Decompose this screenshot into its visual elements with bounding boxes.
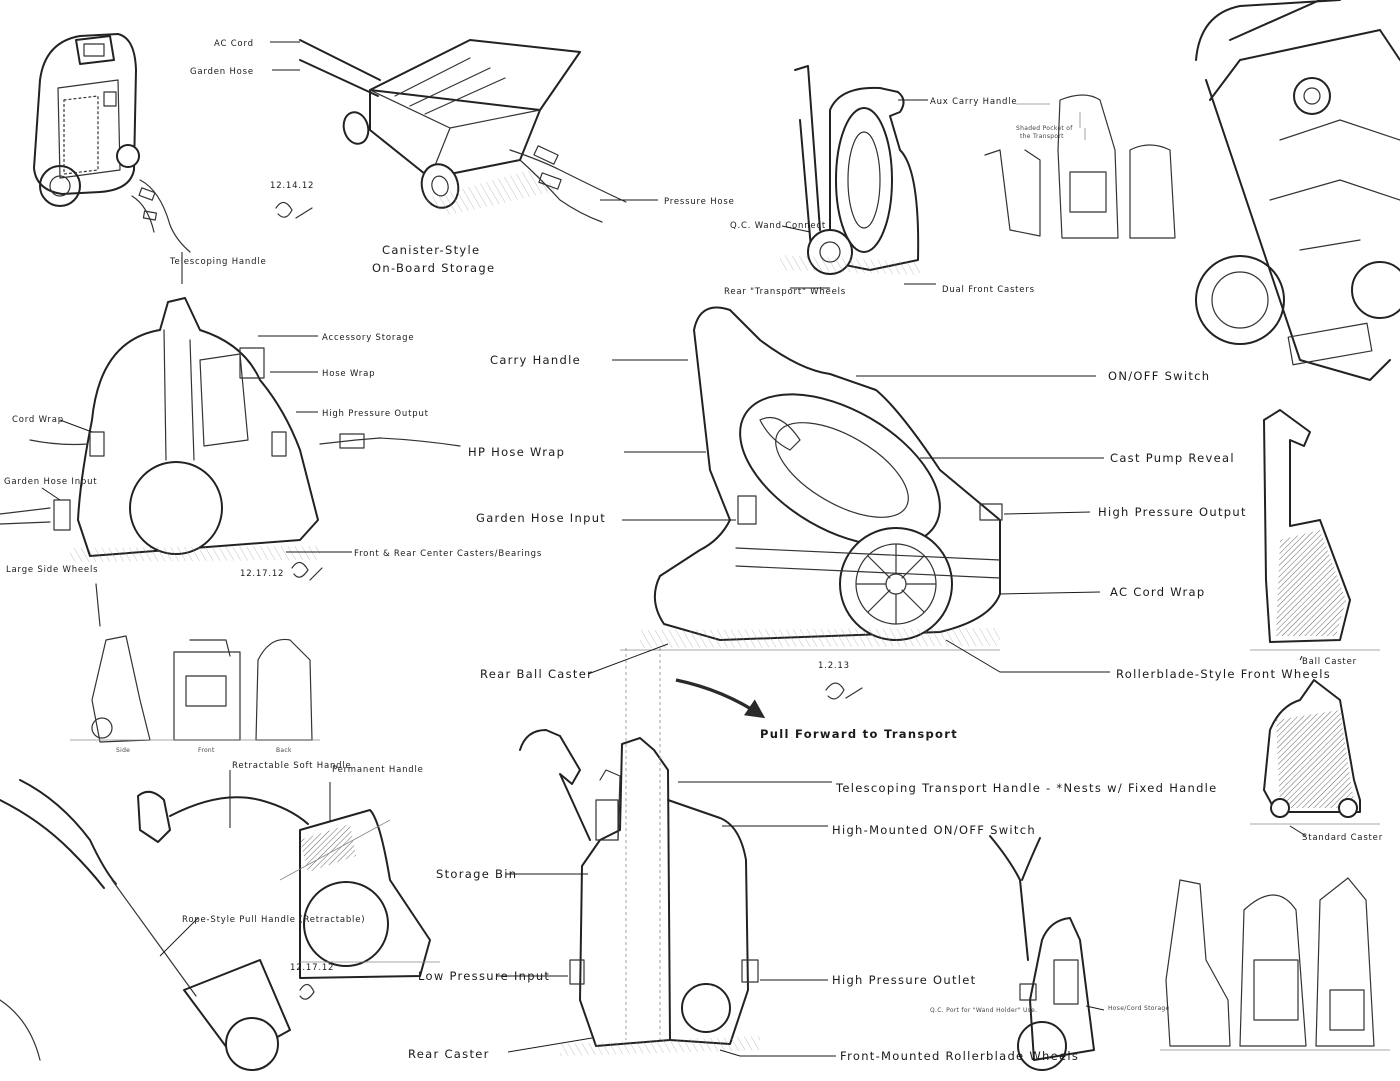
- label-rear-ball-caster: Rear Ball Caster: [480, 667, 593, 681]
- sketch-ball-caster-silhouette: [1250, 409, 1380, 651]
- sketch-canister-unit: [33, 33, 191, 253]
- sketch-ortho-trio-mid: Side Front Back: [70, 635, 320, 754]
- label-hose-cord-storage: Hose/Cord Storage: [1108, 1005, 1170, 1012]
- label-hp-hose-wrap: HP Hose Wrap: [468, 445, 565, 459]
- label-front-mounted-rollerblade: Front-Mounted Rollerblade Wheels: [840, 1049, 1079, 1063]
- label-low-pressure-input: Low Pressure Input: [418, 969, 550, 983]
- sketch-upright-aux-handle: [780, 65, 920, 275]
- label-standard-caster: Standard Caster: [1302, 833, 1383, 843]
- sketch-ortho-trio-top: Shaded Pocket of the Transport: [984, 94, 1176, 239]
- date-3: 1.2.13: [818, 661, 850, 671]
- label-ac-cord-wrap: AC Cord Wrap: [1110, 585, 1205, 599]
- sketch-main-perspective: [620, 306, 1003, 651]
- annotations: AC Cord Garden Hose Telescoping Handle 1…: [4, 39, 1383, 1063]
- svg-text:the Transport: the Transport: [1020, 133, 1064, 140]
- label-garden-hose: Garden Hose: [190, 67, 254, 77]
- label-garden-hose-input-2: Garden Hose Input: [476, 511, 606, 525]
- label-cord-wrap: Cord Wrap: [12, 415, 64, 425]
- label-accessory-storage: Accessory Storage: [322, 333, 414, 343]
- label-carry-handle: Carry Handle: [490, 353, 581, 367]
- label-dual-front-casters: Dual Front Casters: [942, 285, 1035, 295]
- label-pull-forward: Pull Forward to Transport: [760, 727, 958, 741]
- label-qc-wand-connect: Q.C. Wand Connect: [730, 221, 826, 231]
- label-aux-carry-handle: Aux Carry Handle: [930, 97, 1017, 107]
- svg-text:Back: Back: [276, 747, 292, 754]
- label-hose-wrap: Hose Wrap: [322, 369, 375, 379]
- date-2: 12.17.12: [240, 569, 284, 579]
- label-permanent-handle: Permanent Handle: [332, 765, 424, 775]
- sketch-retractable-handle: [137, 790, 440, 979]
- sketch-upright-storage-bin: [519, 648, 760, 1056]
- label-qc-port: Q.C. Port for "Wand Holder" Use.: [930, 1007, 1037, 1014]
- date-1: 12.14.12: [270, 181, 314, 191]
- label-high-pressure-outlet: High Pressure Outlet: [832, 973, 976, 987]
- svg-text:Shaded Pocket of: Shaded Pocket of: [1016, 125, 1073, 132]
- sketch-perspective-closeup: [1195, 0, 1400, 381]
- label-pressure-hose: Pressure Hose: [664, 197, 735, 207]
- label-front-rear-casters: Front & Rear Center Casters/Bearings: [354, 549, 542, 559]
- label-garden-hose-input: Garden Hose Input: [4, 477, 97, 487]
- label-high-pressure-output-2: High Pressure Output: [1098, 505, 1247, 519]
- label-telescoping-transport-handle: Telescoping Transport Handle - *Nests w/…: [835, 781, 1218, 795]
- pull-forward-arrow: [675, 678, 766, 719]
- leader-lines: [41, 41, 1307, 1057]
- label-rollerblade-front-wheels: Rollerblade-Style Front Wheels: [1116, 667, 1331, 681]
- label-rear-caster: Rear Caster: [408, 1047, 490, 1061]
- label-high-mounted-switch: High-Mounted ON/OFF Switch: [832, 823, 1036, 837]
- sketch-canister-style: [299, 39, 627, 223]
- label-on-off-switch: ON/OFF Switch: [1108, 369, 1210, 383]
- label-high-pressure-output: High Pressure Output: [322, 409, 429, 419]
- svg-text:Side: Side: [116, 747, 130, 754]
- label-ball-caster: Ball Caster: [1302, 657, 1357, 667]
- sketch-standard-caster-silhouette: [1250, 679, 1380, 825]
- label-rear-transport-wheels: Rear "Transport" Wheels: [724, 287, 846, 297]
- label-cast-pump-reveal: Cast Pump Reveal: [1110, 451, 1235, 465]
- sketch-side-view-hose-wrap: [0, 297, 461, 627]
- label-canister-style-2: On-Board Storage: [372, 261, 495, 275]
- label-canister-style-1: Canister-Style: [382, 243, 480, 257]
- label-storage-bin: Storage Bin: [436, 867, 517, 881]
- signatures: [275, 201, 863, 1000]
- label-rope-style-pull-handle: Rope-Style Pull Handle (Retractable): [182, 915, 365, 925]
- label-ac-cord: AC Cord: [214, 39, 254, 49]
- label-retractable-soft-handle: Retractable Soft Handle: [232, 761, 352, 771]
- date-4: 12.17.12: [290, 963, 334, 973]
- sketch-ortho-trio-bottom: [1160, 877, 1390, 1051]
- svg-text:Front: Front: [198, 747, 215, 754]
- sketch-wand-holder-unit: [989, 835, 1095, 1071]
- label-large-side-wheels: Large Side Wheels: [6, 565, 98, 575]
- sketch-rope-pull-user: [0, 779, 291, 1071]
- label-telescoping-handle: Telescoping Handle: [169, 257, 267, 267]
